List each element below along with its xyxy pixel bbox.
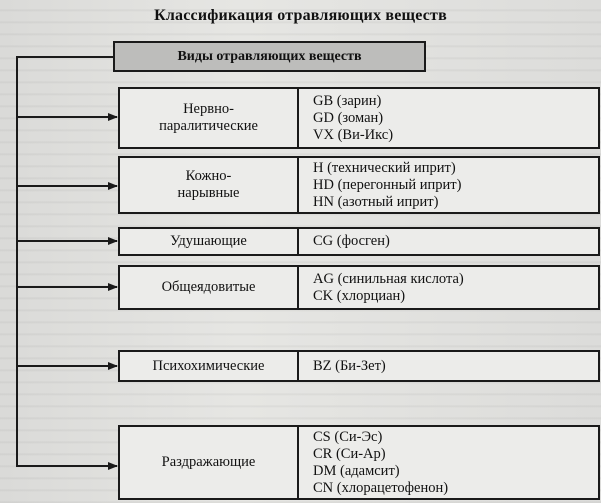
agent-item: CR (Си-Ар) <box>313 445 386 462</box>
header-label: Виды отравляющих веществ <box>177 48 362 64</box>
category-name-line: нарывные <box>177 185 240 201</box>
category-name-line: Нервно- <box>183 101 234 117</box>
agent-list: CS (Си-Эс) CR (Си-Ар) DM (адамсит) CN (х… <box>299 427 598 498</box>
category-name: Удушающие <box>120 229 299 254</box>
agent-item: VX (Ви-Икс) <box>313 126 394 143</box>
category-name-line: Удушающие <box>170 233 247 249</box>
category-name-line: Общеядовитые <box>161 279 256 295</box>
category-name-line: Раздражающие <box>161 454 256 470</box>
agent-item: HD (перегонный иприт) <box>313 176 462 193</box>
category-name: Нервно- паралитические <box>120 89 299 147</box>
category-name-line: Психохимические <box>152 357 265 374</box>
category-name: Психохимические <box>120 352 299 380</box>
agent-item: BZ (Би-Зет) <box>313 357 386 374</box>
category-name-line: Кожно- <box>185 168 232 184</box>
agent-item: GB (зарин) <box>313 92 382 109</box>
agent-list: CG (фосген) <box>299 229 598 254</box>
category-row: Общеядовитые AG (синильная кислота) CK (… <box>118 265 600 310</box>
agent-item: CG (фосген) <box>313 233 390 249</box>
agent-item: GD (зоман) <box>313 109 384 126</box>
diagram-title: Классификация отравляющих веществ <box>154 7 447 24</box>
category-name: Кожно- нарывные <box>120 158 299 212</box>
header-box: Виды отравляющих веществ <box>113 41 426 72</box>
category-row: Кожно- нарывные H (технический иприт) HD… <box>118 156 600 214</box>
agent-item: HN (азотный иприт) <box>313 193 439 210</box>
category-name-line: паралитические <box>159 118 258 134</box>
category-row: Раздражающие CS (Си-Эс) CR (Си-Ар) DM (а… <box>118 425 600 500</box>
agent-item: CS (Си-Эс) <box>313 428 383 445</box>
agent-list: AG (синильная кислота) CK (хлорциан) <box>299 267 598 308</box>
agent-list: BZ (Би-Зет) <box>299 352 598 380</box>
category-name: Общеядовитые <box>120 267 299 308</box>
agent-list: GB (зарин) GD (зоман) VX (Ви-Икс) <box>299 89 598 147</box>
agent-item: AG (синильная кислота) <box>313 270 464 287</box>
category-name: Раздражающие <box>120 427 299 498</box>
agent-item: DM (адамсит) <box>313 462 400 479</box>
agent-item: CK (хлорциан) <box>313 287 406 304</box>
category-row: Нервно- паралитические GB (зарин) GD (зо… <box>118 87 600 149</box>
agent-list: H (технический иприт) HD (перегонный ипр… <box>299 158 598 212</box>
agent-item: H (технический иприт) <box>313 159 456 176</box>
agent-item: CN (хлорацетофенон) <box>313 479 449 496</box>
category-row: Удушающие CG (фосген) <box>118 227 600 256</box>
category-row: Психохимические BZ (Би-Зет) <box>118 350 600 382</box>
